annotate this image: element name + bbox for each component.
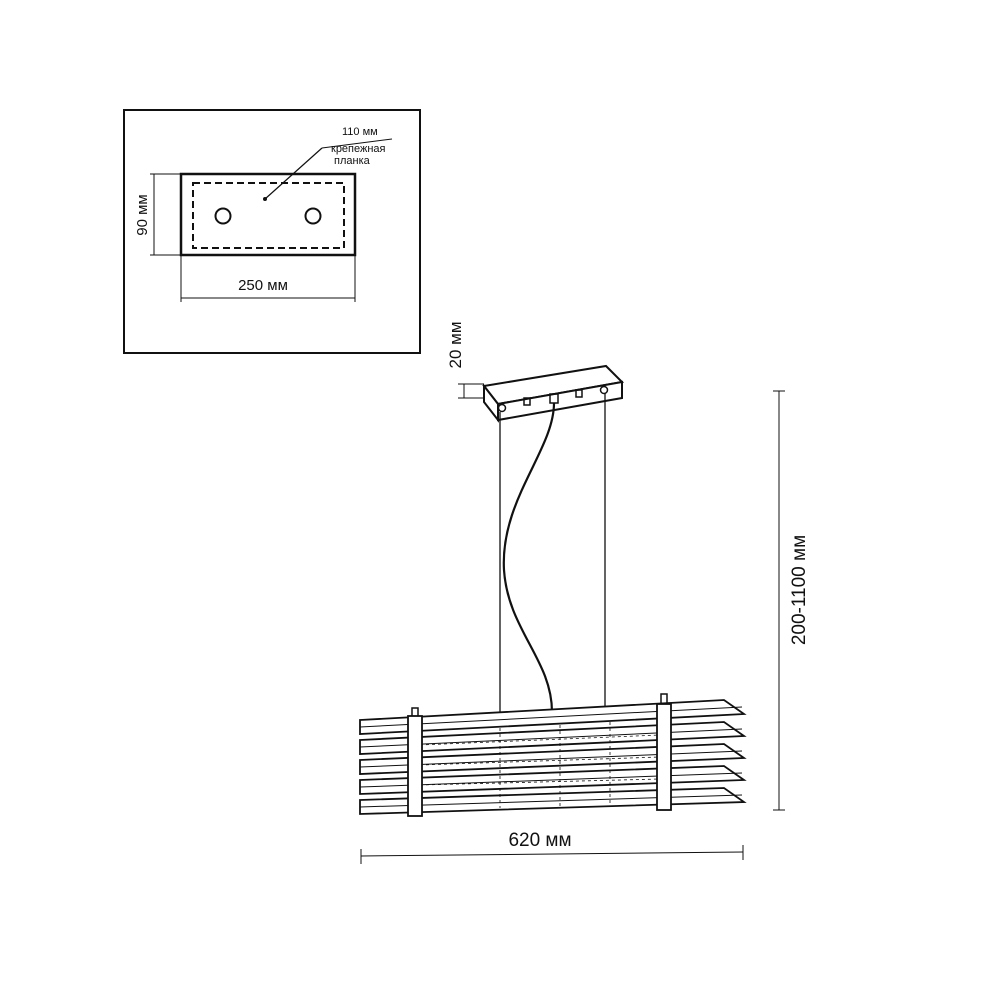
post-right xyxy=(656,703,672,811)
mounting-plate-outline xyxy=(179,172,357,257)
plate-leader-underline xyxy=(321,138,393,149)
plate-leader-line xyxy=(264,147,323,200)
plate-label-line1: крепежная xyxy=(331,143,386,155)
suspension-range-label: 200-1100 мм xyxy=(789,535,810,645)
mounting-plate-inset: 110 мм крепежная планка 90 мм 250 мм xyxy=(123,109,421,354)
diffuser-line-2 xyxy=(419,756,661,766)
slat-5-edge xyxy=(359,794,743,808)
slat-layers xyxy=(359,699,747,815)
screw-left-icon xyxy=(523,397,531,406)
lamp-body xyxy=(359,693,747,817)
screw-right-icon xyxy=(575,389,583,398)
slat-1-edge xyxy=(359,706,743,728)
plate-dimension-label: 110 мм xyxy=(342,126,378,138)
mounting-hole-left xyxy=(214,207,232,225)
height-dimension-label: 90 мм xyxy=(134,194,151,235)
inner-diffuser xyxy=(419,722,661,808)
plate-label-line2: планка xyxy=(334,155,371,167)
cable-clamp-right-icon xyxy=(599,385,609,395)
mounting-plate-dashed-outline xyxy=(192,182,345,249)
canopy xyxy=(482,364,625,423)
width-dimension-label: 250 мм xyxy=(238,277,288,294)
inset-frame xyxy=(123,109,421,354)
slat-2-edge xyxy=(359,728,743,748)
slat-3-edge xyxy=(359,750,743,768)
canopy-height-label: 20 мм xyxy=(446,321,465,368)
fixture-width-label: 620 мм xyxy=(508,830,571,851)
diffuser-line-1 xyxy=(419,734,661,746)
slat-4-edge xyxy=(359,772,743,788)
pendant-fixture: 20 мм xyxy=(359,321,810,864)
post-left xyxy=(407,715,423,817)
mounting-hole-right xyxy=(304,207,322,225)
power-cord xyxy=(502,402,556,713)
diffuser-line-3 xyxy=(419,778,661,786)
cable-clamp-left-icon xyxy=(497,403,507,413)
fixture-width-dimension-line xyxy=(360,851,744,857)
